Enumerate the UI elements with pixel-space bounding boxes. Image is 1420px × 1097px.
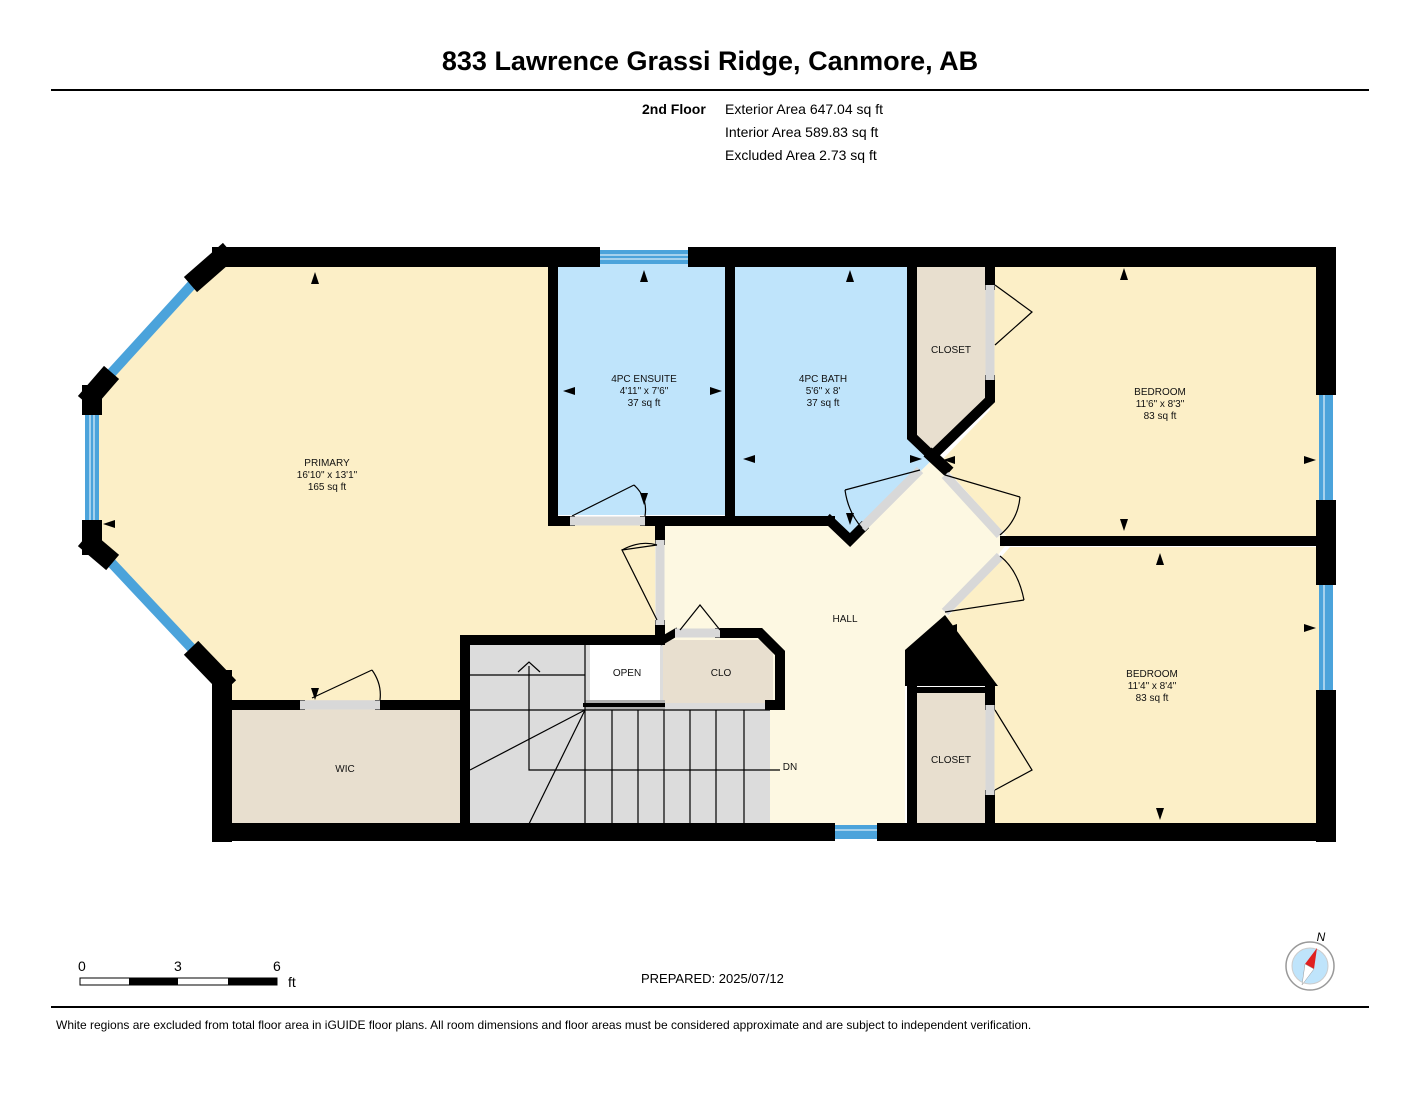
closet-2-area <box>912 690 990 830</box>
bedroom-2-area: 83 sq ft <box>1136 693 1169 704</box>
primary-area: 165 sq ft <box>308 482 347 493</box>
exterior-area: Exterior Area 647.04 sq ft <box>725 101 883 117</box>
prepared-date: PREPARED: 2025/07/12 <box>641 971 784 986</box>
stair-treads <box>469 640 780 829</box>
bedroom-2 <box>905 547 1326 830</box>
floor-name: 2nd Floor <box>642 101 706 117</box>
bedroom-2-dims: 11'4" x 8'4" <box>1128 681 1177 692</box>
ensuite-room <box>557 257 733 515</box>
clo-label: CLO <box>711 668 732 679</box>
hall-area <box>655 462 1010 830</box>
scale-unit: ft <box>288 974 296 990</box>
scale-tick-0: 0 <box>78 958 86 974</box>
interior-area: Interior Area 589.83 sq ft <box>725 124 879 140</box>
open-label: OPEN <box>613 668 641 679</box>
dimension-arrows <box>103 268 1316 820</box>
ensuite-name: 4PC ENSUITE <box>611 374 677 385</box>
primary-room <box>92 257 655 700</box>
bath-area: 37 sq ft <box>807 398 840 409</box>
bath-name: 4PC BATH <box>799 374 847 385</box>
bedroom-1-name: BEDROOM <box>1134 387 1186 398</box>
scale-tick-6: 6 <box>273 958 281 974</box>
bath-room <box>733 257 930 540</box>
door-swings <box>311 284 1033 791</box>
wic-room <box>222 700 465 830</box>
footer-rule <box>51 1006 1369 1008</box>
stairs-down-label: DN <box>783 762 797 773</box>
header-rule <box>51 89 1369 91</box>
compass-icon <box>1285 941 1335 991</box>
bedroom-1-area: 83 sq ft <box>1144 411 1177 422</box>
disclaimer-text: White regions are excluded from total fl… <box>56 1018 1032 1032</box>
windows <box>85 250 1333 839</box>
compass-north-label: N <box>1317 930 1326 944</box>
bath-dims: 5'6" x 8' <box>806 386 841 397</box>
ensuite-dims: 4'11" x 7'6" <box>620 386 669 397</box>
open-void <box>590 645 660 705</box>
wall-wedge <box>905 615 998 686</box>
closet-1-area <box>912 257 990 456</box>
bedroom-1 <box>940 257 1326 540</box>
scale-tick-3: 3 <box>174 958 182 974</box>
excluded-area: Excluded Area 2.73 sq ft <box>725 147 877 163</box>
walls <box>77 242 1336 842</box>
primary-name: PRIMARY <box>304 458 350 469</box>
closet-1-label: CLOSET <box>931 345 971 356</box>
ensuite-area: 37 sq ft <box>628 398 661 409</box>
scale-bar <box>79 977 278 986</box>
hall-label: HALL <box>832 614 857 625</box>
bedroom-1-dims: 11'6" x 8'3" <box>1136 399 1185 410</box>
property-title: 833 Lawrence Grassi Ridge, Canmore, AB <box>441 46 979 76</box>
clo-room <box>663 640 773 703</box>
primary-dims: 16'10" x 13'1" <box>297 470 358 481</box>
wic-label: WIC <box>335 764 354 775</box>
closet-2-label: CLOSET <box>931 755 971 766</box>
bedroom-2-name: BEDROOM <box>1126 669 1178 680</box>
door-openings <box>300 285 1004 795</box>
window-mullions <box>89 254 1325 831</box>
